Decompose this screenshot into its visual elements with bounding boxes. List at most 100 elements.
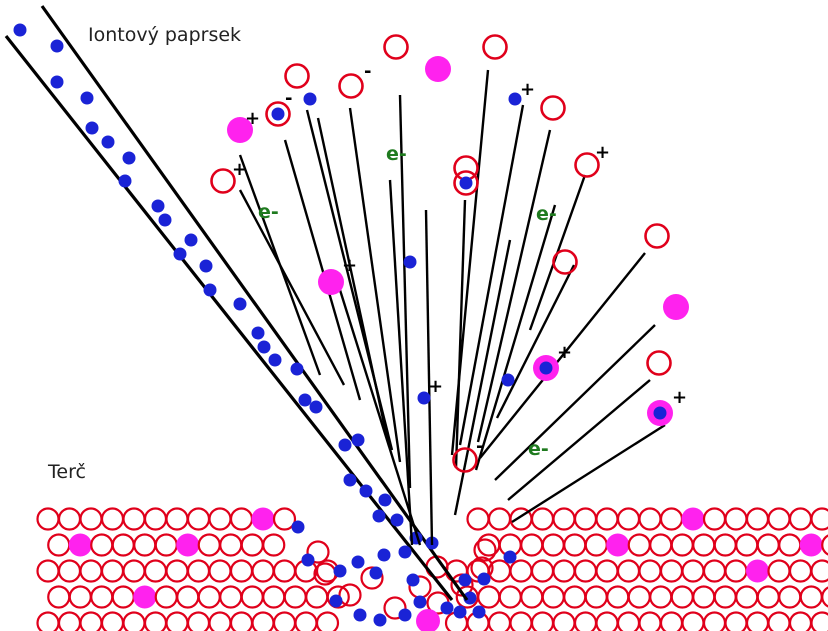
trajectory-line [450, 69, 490, 456]
beam-ion [80, 91, 94, 105]
target-atom [767, 559, 791, 583]
positive-charge-sign: + [232, 159, 247, 180]
target-atom [745, 611, 770, 631]
ion [501, 373, 515, 387]
ion [406, 573, 420, 587]
ion [291, 520, 305, 534]
target-atom [498, 585, 522, 609]
target-atom [788, 507, 813, 531]
ion [351, 555, 365, 569]
target-atom [272, 559, 297, 583]
positive-charge-sign: + [342, 255, 357, 276]
target-atom [57, 611, 82, 631]
trajectory-line [398, 94, 412, 489]
target-atom [530, 559, 555, 583]
electron-label-4: e- [528, 438, 549, 460]
beam-ion [118, 174, 132, 188]
sputtered-atom [482, 34, 508, 60]
sputtered-atom [452, 447, 478, 473]
sputtered-atom [646, 350, 672, 376]
ion [459, 176, 473, 190]
ionized-atom [251, 507, 275, 531]
beam-ion [309, 400, 323, 414]
positive-charge-sign: + [672, 387, 687, 408]
ionized-atom [746, 559, 769, 583]
trajectory-line [424, 209, 434, 546]
target-atom [251, 611, 275, 631]
target-atom [360, 566, 384, 590]
ion [403, 255, 417, 269]
target-atom [68, 585, 92, 609]
target-atom [47, 585, 71, 609]
target-atom [520, 585, 544, 609]
target-atom [240, 585, 264, 609]
target-atom [552, 507, 576, 531]
target-atom [681, 611, 705, 631]
target-atom [520, 533, 544, 557]
sputtered-atom [540, 95, 566, 121]
target-atom [541, 585, 565, 609]
negative-charge-sign: - [364, 61, 371, 82]
target-atom [638, 507, 662, 531]
target-atom [563, 585, 587, 609]
target-atom [57, 507, 82, 531]
ion [398, 608, 412, 622]
target-atom [154, 585, 178, 609]
target-atom [606, 585, 630, 609]
ion [440, 601, 454, 615]
ionized-atom [799, 533, 823, 557]
beam-ion [290, 362, 304, 376]
target-atom [595, 611, 619, 631]
trajectory-line [507, 379, 651, 501]
target-atom [595, 507, 619, 531]
positive-charge-sign: + [245, 108, 260, 129]
beam-edge-right [40, 5, 469, 601]
target-atom [229, 611, 254, 631]
target-atom [649, 533, 673, 557]
target-atom [219, 533, 243, 557]
target-atom [649, 585, 673, 609]
trajectory-line [283, 139, 362, 401]
beam-ion [199, 259, 213, 273]
target-atom [111, 585, 135, 609]
target-atom [197, 533, 221, 557]
target-atom [90, 533, 114, 557]
beam-ion [184, 233, 198, 247]
target-atom [745, 507, 770, 531]
target-atom [208, 559, 232, 583]
target-atom [90, 585, 114, 609]
target-atom [702, 611, 727, 631]
target-atom [702, 507, 727, 531]
target-atom [208, 611, 232, 631]
beam-ion [298, 393, 312, 407]
trajectory-line [479, 252, 646, 459]
beam-ion [50, 75, 64, 89]
target-atom [306, 540, 330, 564]
target-atom [100, 507, 125, 531]
ion [417, 391, 431, 405]
sputtered-atom [284, 63, 310, 89]
trajectory-line [511, 423, 666, 524]
trajectory-line [454, 199, 467, 469]
ion [333, 564, 347, 578]
target-atom [724, 559, 748, 583]
beam-ion [151, 199, 165, 213]
target-atom [573, 559, 598, 583]
sputtered-atom [383, 34, 409, 60]
target-atom [79, 611, 103, 631]
negative-charge-sign: - [476, 436, 483, 457]
ion [539, 361, 553, 375]
ionized-atom [68, 533, 92, 557]
target-label: Terč [47, 461, 86, 483]
target-atom [272, 507, 297, 531]
trajectory-line [495, 264, 576, 419]
positive-charge-sign: + [428, 376, 443, 397]
ion [458, 573, 472, 587]
trajectory-line [238, 189, 346, 386]
beam-ion [158, 213, 172, 227]
target-atom [165, 559, 189, 583]
trajectory-line [458, 104, 525, 446]
ion [503, 550, 517, 564]
positive-charge-sign: + [520, 79, 535, 100]
